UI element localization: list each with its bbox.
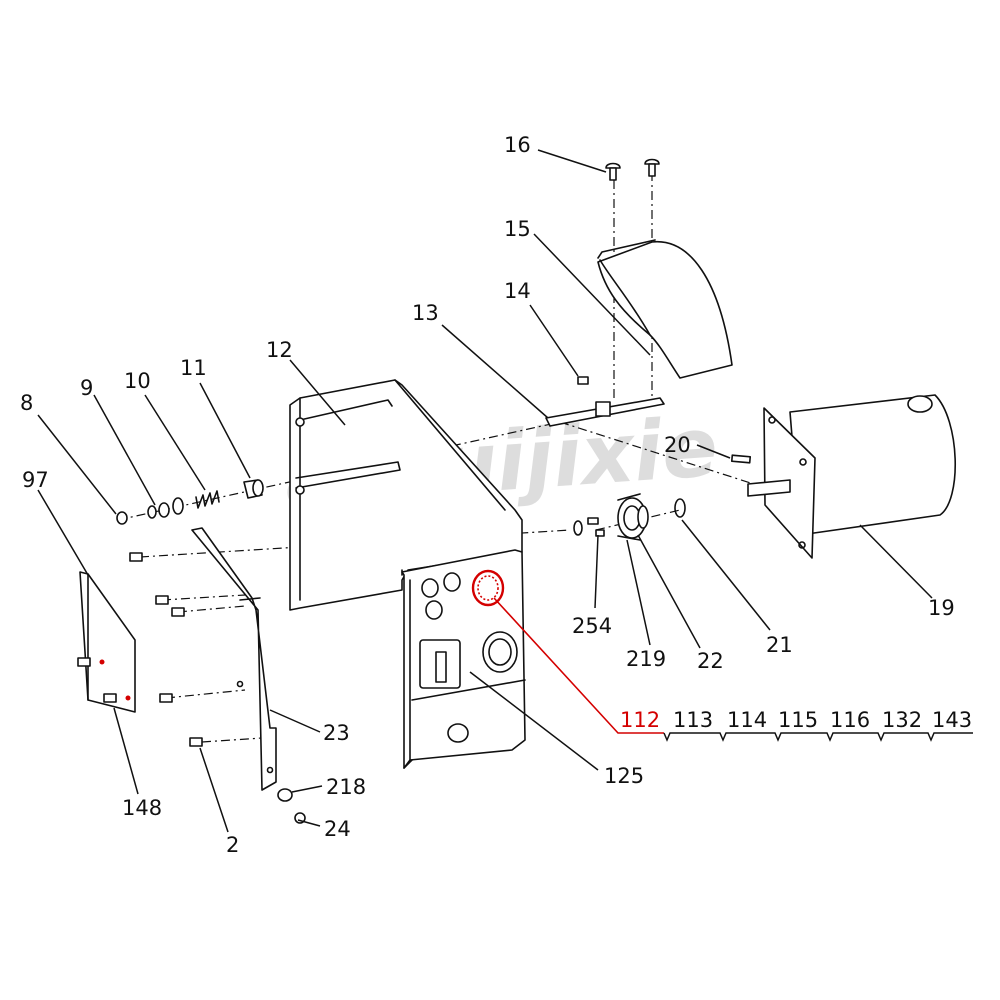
part-21-ring <box>674 498 686 518</box>
leader-lines <box>37 149 973 833</box>
callout-125: 125 <box>604 764 644 788</box>
part-20-key <box>730 454 752 464</box>
callout-19: 19 <box>928 596 955 620</box>
callout-12: 12 <box>266 338 293 362</box>
part-2-screws <box>129 552 203 747</box>
part-22-219-pulley <box>617 493 649 541</box>
callout-16: 16 <box>504 133 531 157</box>
callout-11: 11 <box>180 356 207 380</box>
part-148-screws <box>77 657 131 703</box>
callout-14: 14 <box>504 279 531 303</box>
part-125-control-panel <box>401 549 526 769</box>
parts-218-24-washer-screw <box>277 788 306 824</box>
part-19-motor <box>747 394 956 559</box>
callout-2: 2 <box>226 833 239 857</box>
callout-9: 9 <box>80 376 93 400</box>
part-97-plate <box>79 571 136 713</box>
callout-8: 8 <box>20 391 33 415</box>
callout-13: 13 <box>412 301 439 325</box>
callout-116: 116 <box>830 708 870 732</box>
callout-23: 23 <box>323 721 350 745</box>
callout-113: 113 <box>673 708 713 732</box>
callout-21: 21 <box>766 633 793 657</box>
parts-8-11-spring-stack <box>116 479 264 525</box>
part-16-screws <box>605 158 660 181</box>
callout-24: 24 <box>324 817 351 841</box>
callout-143: 143 <box>932 708 972 732</box>
callout-97: 97 <box>22 468 49 492</box>
callout-10: 10 <box>124 369 151 393</box>
callout-148: 148 <box>122 796 162 820</box>
callout-15: 15 <box>504 217 531 241</box>
part-15-top-cover <box>597 239 733 379</box>
callout-114: 114 <box>727 708 767 732</box>
part-254-screws <box>573 517 605 537</box>
part-14-nut <box>577 376 589 385</box>
callout-218: 218 <box>326 775 366 799</box>
callout-254: 254 <box>572 614 612 638</box>
callout-219: 219 <box>626 647 666 671</box>
part-12-guard-housing <box>289 379 523 611</box>
callout-20: 20 <box>664 433 691 457</box>
callout-labels: 16 15 14 13 12 11 10 9 8 97 148 2 23 218… <box>20 133 972 857</box>
callout-22: 22 <box>697 649 724 673</box>
callout-132: 132 <box>882 708 922 732</box>
callout-112-highlighted: 112 <box>620 708 660 732</box>
part-23-side-bracket <box>191 527 277 791</box>
callout-115: 115 <box>778 708 818 732</box>
part-13-shaft <box>545 397 665 427</box>
